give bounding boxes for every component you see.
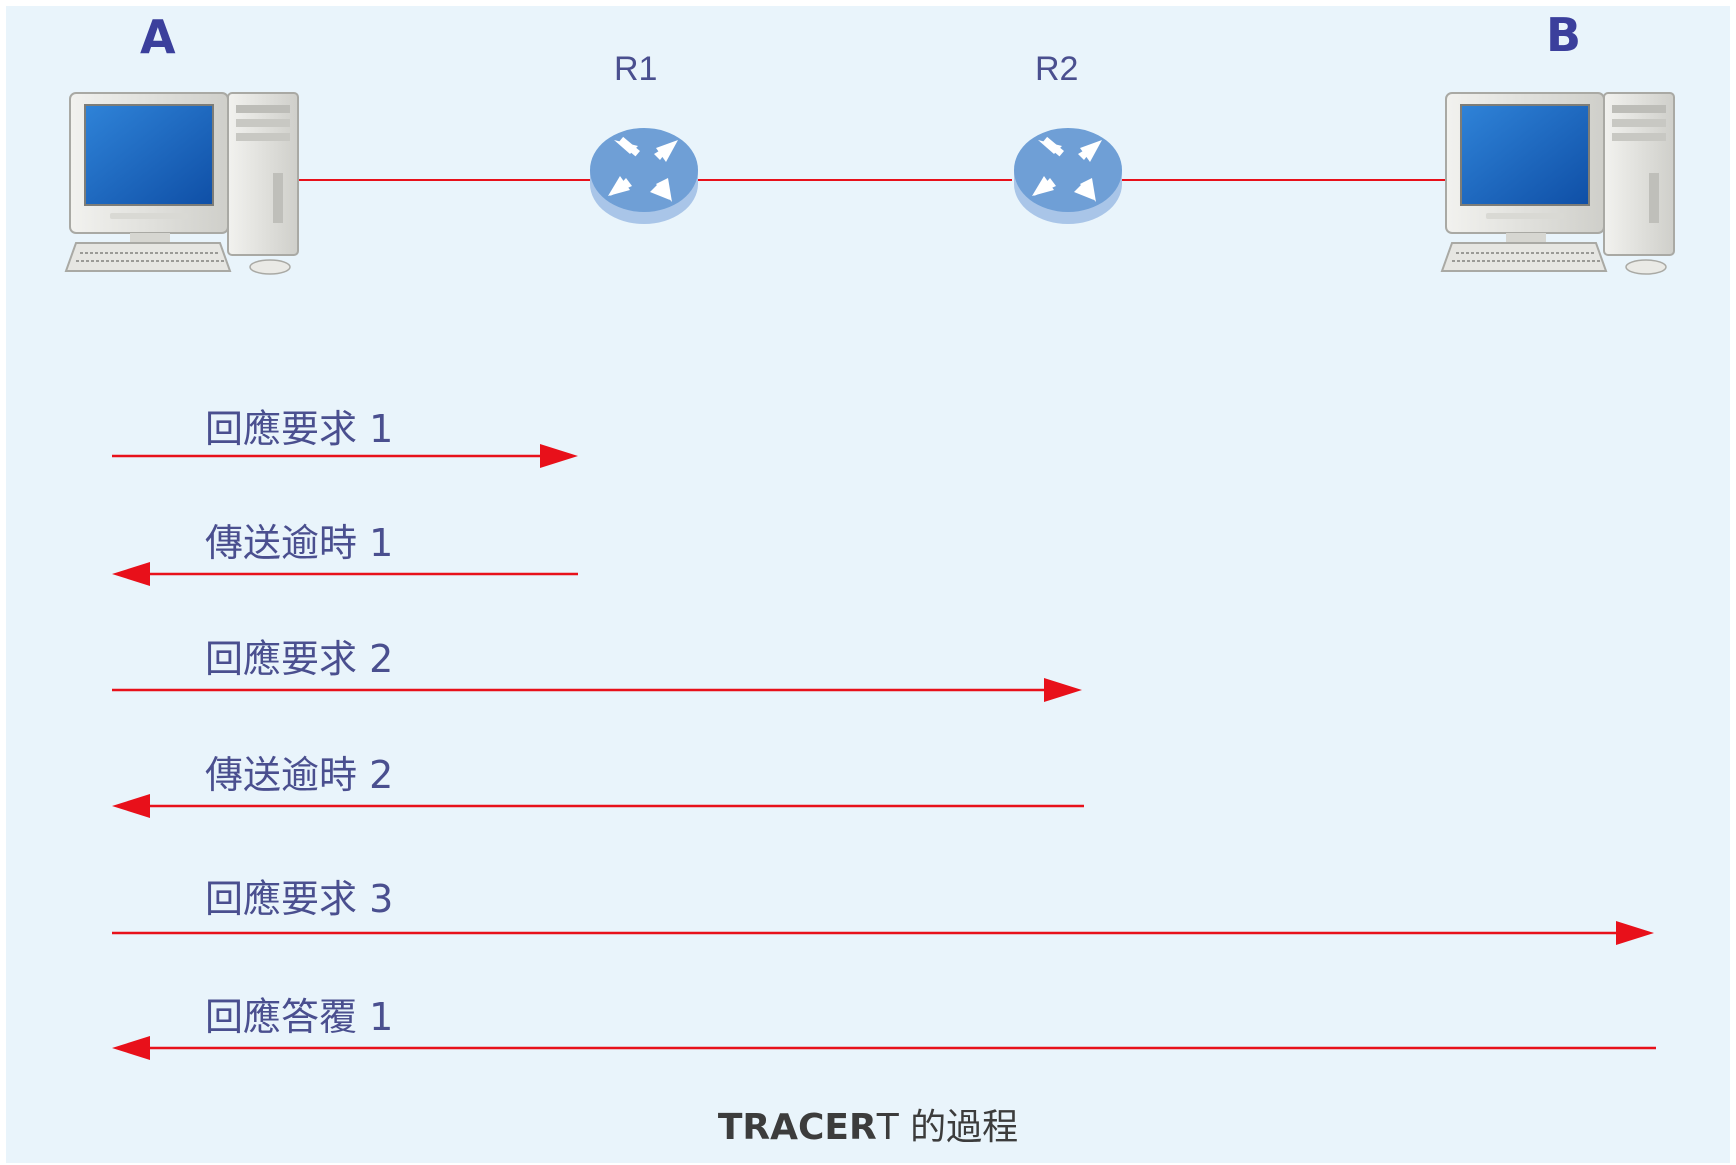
computer-a-icon	[65, 92, 299, 275]
message-arrow-1	[112, 444, 578, 468]
router-r1-icon	[590, 128, 698, 224]
caption-bold-part: TRACER	[717, 1107, 877, 1148]
router-r2-icon	[1014, 128, 1122, 224]
message-arrow-6	[112, 1036, 1656, 1060]
message-arrow-2	[112, 562, 578, 586]
message-label-6: 回應答覆 1	[205, 995, 394, 1039]
router-r2-label: R2	[1035, 50, 1079, 88]
message-arrow-3	[112, 678, 1082, 702]
message-label-3: 回應要求 2	[205, 637, 394, 681]
host-b-label: B	[1546, 8, 1582, 62]
message-label-4: 傳送逾時 2	[205, 753, 394, 797]
message-arrow-4	[112, 794, 1084, 818]
host-a-label: A	[140, 10, 176, 64]
computer-b-icon	[1441, 92, 1675, 275]
caption-rest: T 的過程	[876, 1107, 1019, 1148]
message-arrow-5	[112, 921, 1654, 945]
message-label-5: 回應要求 3	[205, 877, 394, 921]
diagram-caption: TRACERT 的過程	[0, 1110, 1736, 1146]
message-label-2: 傳送逾時 1	[205, 521, 394, 565]
router-r1-label: R1	[614, 50, 658, 88]
message-label-1: 回應要求 1	[205, 407, 394, 451]
